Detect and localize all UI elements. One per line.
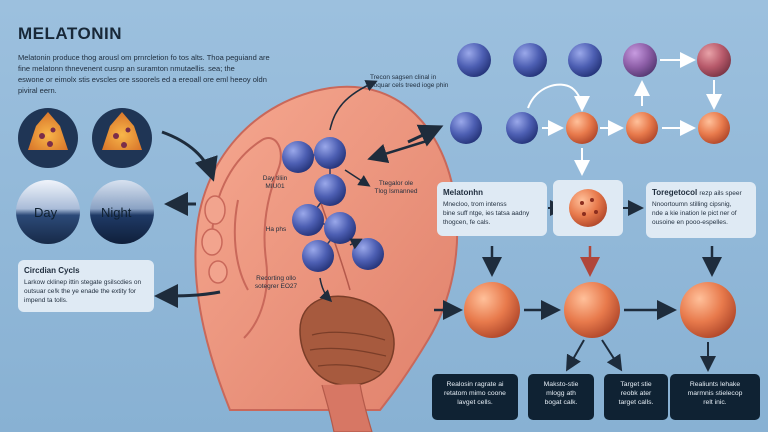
intro-line: eswone or eimolx stis evscles ore ssoore… xyxy=(18,75,267,84)
label-line: MIU01 xyxy=(265,183,285,190)
circadian-line: Larkow cklinep ittin stegate gsilscdies … xyxy=(24,279,142,286)
cell-row-bottom xyxy=(464,282,736,338)
result-line: target calls. xyxy=(618,399,654,406)
result-line: lavget cells. xyxy=(457,399,493,406)
page-title: MELATONIN xyxy=(18,24,122,43)
sun-icon xyxy=(18,108,78,168)
circadian-info-box: Circdian Cycls Larkow cklinep ittin steg… xyxy=(18,260,154,312)
result-line: mlogg ath xyxy=(546,390,576,397)
receptor-sphere xyxy=(302,240,334,272)
result-line: marmnis stielecop xyxy=(687,390,743,397)
circadian-line: impend ta tolls. xyxy=(24,297,68,304)
cell-blue xyxy=(568,43,602,77)
label-line: Tlog Ismanned xyxy=(374,188,418,195)
melatonin-heading: Melatonhn xyxy=(443,188,483,197)
target-heading-bold: Toregetocol xyxy=(652,188,698,197)
label-line: Recorting ollo xyxy=(256,275,296,282)
circadian-heading: Circdian Cycls xyxy=(24,266,80,275)
receptor-sphere xyxy=(324,212,356,244)
label-line: Ttegalor ole xyxy=(378,180,414,187)
result-box: Realosin ragrate ai retatom mimo coone l… xyxy=(432,374,518,420)
tlegate-label: Ttegalor ole Tlog Ismanned xyxy=(364,180,428,196)
result-line: reobk ater xyxy=(620,390,652,397)
moon-icon xyxy=(92,108,152,168)
cell-orange xyxy=(680,282,736,338)
cell-orange xyxy=(464,282,520,338)
receptor-sphere xyxy=(292,204,324,236)
cell-blue xyxy=(450,112,482,144)
intro-line: fine melatonn thnevenent cusnp an suramt… xyxy=(18,64,235,73)
result-line: Target stie xyxy=(620,381,652,388)
label-line: Trecon sagsen clinal in xyxy=(370,74,437,81)
receptor-sphere xyxy=(282,141,314,173)
label-line: sotegrer EO27 xyxy=(254,283,298,290)
result-line: bogat calk. xyxy=(544,399,578,406)
label-line: Day tiliin xyxy=(262,175,288,182)
circadian-line: outsuar ce!k the ye enade the extity for xyxy=(24,288,137,295)
result-line: Realosin ragrate ai xyxy=(446,381,504,388)
hu-phs-label: Ha phs xyxy=(265,226,287,233)
result-line: retatom mimo coone xyxy=(444,390,506,397)
recorting-label: Recorting ollo sotegrer EO27 xyxy=(244,275,308,291)
center-cell-box xyxy=(553,180,623,236)
melatonin-line: thogcen, fe cals. xyxy=(443,219,491,226)
target-heading: Toregetocol rezp ails speer xyxy=(652,188,750,197)
intro-line: piviral eern. xyxy=(18,86,57,95)
night-landscape-icon xyxy=(90,180,154,244)
result-line: Maksto-stie xyxy=(543,381,579,388)
cell-purple xyxy=(623,43,657,77)
receptor-cluster xyxy=(282,137,384,272)
cell-rose xyxy=(697,43,731,77)
target-info-box: Toregetocol rezp ails speer Nnoortoumn s… xyxy=(646,182,756,238)
target-line: ousoine en pooo-espelles. xyxy=(652,219,728,226)
cell-blue xyxy=(457,43,491,77)
cell-orange xyxy=(566,112,598,144)
intro-paragraph: Melatonin produce thog arousl om prnrcle… xyxy=(18,52,318,96)
target-line: nde a kie ination le pict ner of xyxy=(652,210,737,217)
day-mll-label: Day tiliin MIU01 xyxy=(250,175,300,191)
cell-blue xyxy=(513,43,547,77)
result-box: Target stie reobk ater target calls. xyxy=(604,374,668,420)
day-landscape-icon xyxy=(16,180,80,244)
label-line: noquar cels treed ioge phin xyxy=(370,82,449,89)
day-label: Day xyxy=(34,205,58,220)
cell-grid-top xyxy=(450,43,731,144)
target-line: Nnoortoumn stilling cipsnig, xyxy=(652,201,732,208)
cell-orange xyxy=(698,112,730,144)
target-heading-rest: rezp ails speer xyxy=(699,190,742,197)
top-label: Trecon sagsen clinal in noquar cels tree… xyxy=(370,74,460,90)
cell-orange xyxy=(626,112,658,144)
result-line: relt inic. xyxy=(703,399,727,406)
intro-line: Melatonin produce thog arousl om prnrcle… xyxy=(18,53,270,62)
result-box: Realiunts lehake marmnis stielecop relt … xyxy=(670,374,760,420)
result-box: Maksto-stie mlogg ath bogat calk. xyxy=(528,374,594,420)
receptor-sphere xyxy=(352,238,384,270)
result-line: Realiunts lehake xyxy=(689,381,741,388)
receptor-sphere xyxy=(314,137,346,169)
night-label: Night xyxy=(101,205,132,220)
cell-blue xyxy=(506,112,538,144)
melatonin-line: bine suff ntge, ies tatsa aadny xyxy=(443,210,530,217)
melatonin-info-box: Melatonhn Mnecloo, trom intenss bine suf… xyxy=(437,182,547,236)
receptor-sphere xyxy=(314,174,346,206)
cell-orange xyxy=(564,282,620,338)
melatonin-line: Mnecloo, trom intenss xyxy=(443,201,507,208)
